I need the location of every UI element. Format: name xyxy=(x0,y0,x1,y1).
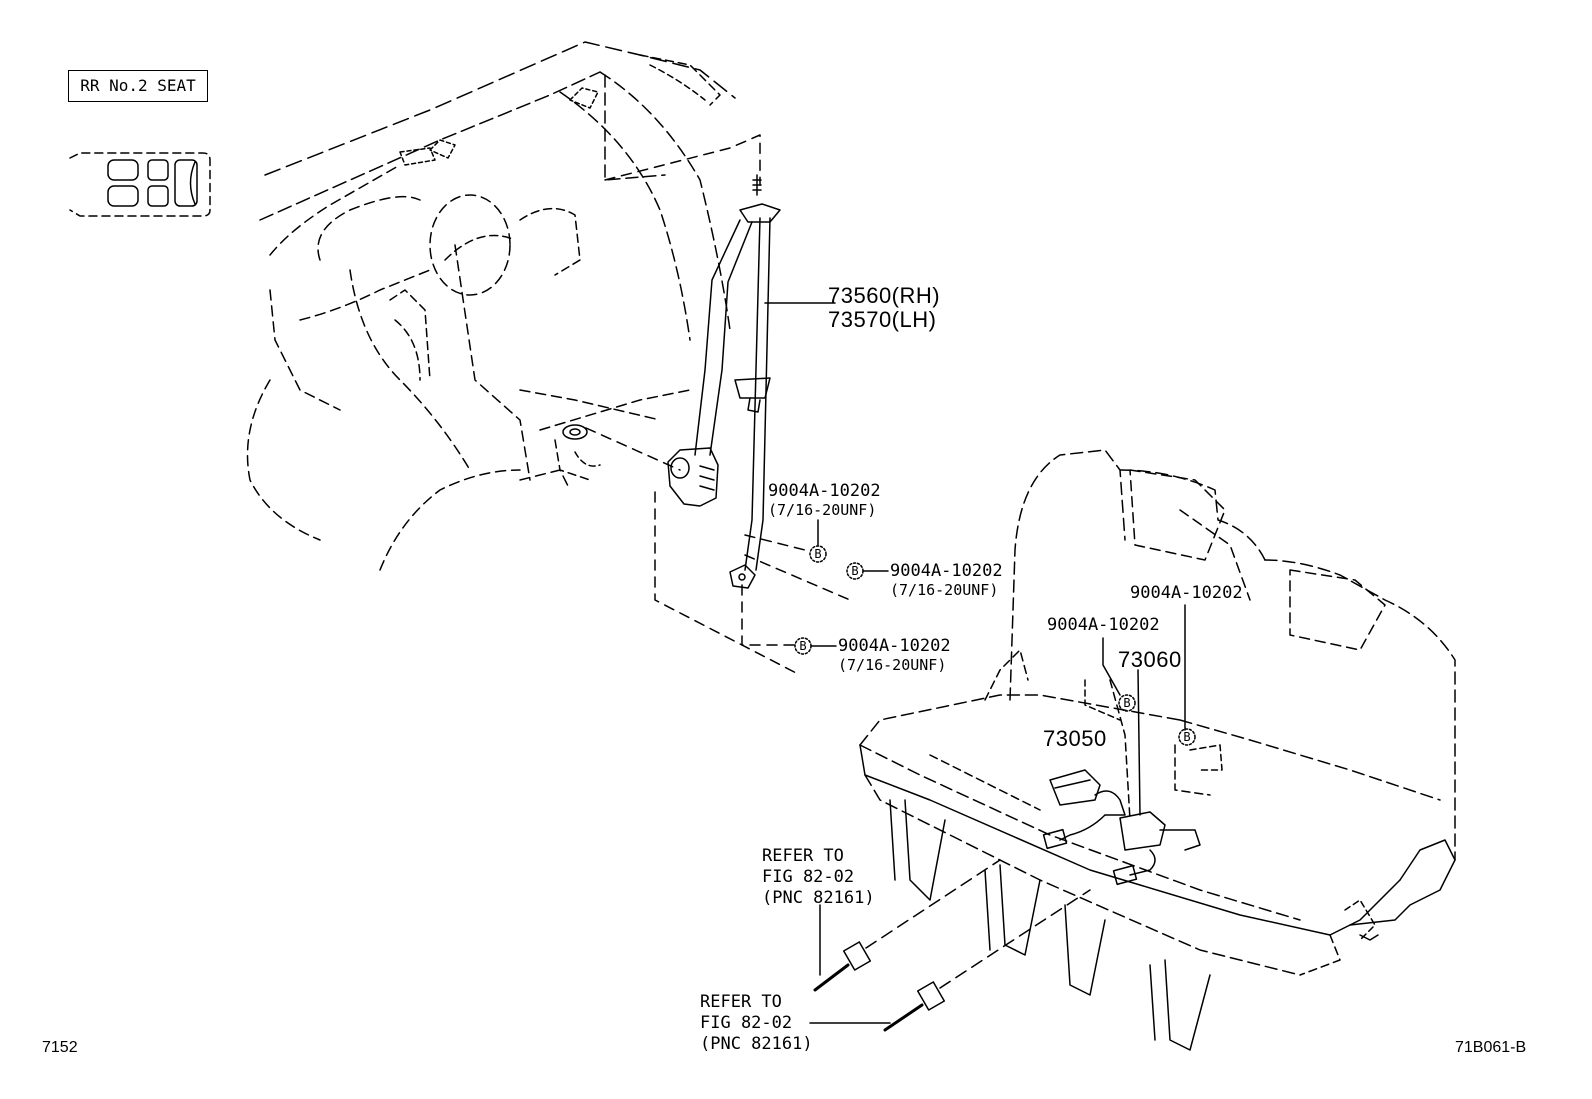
bolt-thread-spec-2: (7/16-20UNF) xyxy=(890,581,999,599)
section-label: RR No.2 SEAT xyxy=(68,70,208,102)
part-number-73570: 73570(LH) xyxy=(828,307,937,332)
bolt-marker-1: B xyxy=(814,547,821,561)
bolt-marker-4: B xyxy=(1123,696,1130,710)
part-number-73060: 73060 xyxy=(1118,647,1182,672)
seat-belt-retractor-assembly xyxy=(667,174,781,589)
figure-code: 71B061-B xyxy=(1455,1039,1527,1056)
bolt-part-number-4: 9004A-10202 xyxy=(1130,583,1243,603)
part-number-73560: 73560(RH) xyxy=(828,283,941,308)
part-number-73050: 73050 xyxy=(1043,726,1107,751)
reference-note-2-line3: (PNC 82161) xyxy=(700,1034,813,1054)
bolt-part-number-5: 9004A-10202 xyxy=(1047,615,1160,635)
bolt-part-number-2: 9004A-10202 xyxy=(890,561,1003,581)
bolt-marker-icons xyxy=(794,545,1196,746)
seat-layout-icon xyxy=(69,152,211,217)
bolt-part-number-1: 9004A-10202 xyxy=(768,481,881,501)
reference-note-1-line2: FIG 82-02 xyxy=(762,867,855,887)
reference-note-2-line2: FIG 82-02 xyxy=(700,1013,793,1033)
rear-seat-outline xyxy=(859,449,1456,1051)
page-code: 7152 xyxy=(42,1039,78,1056)
bolt-marker-5: B xyxy=(1183,730,1190,744)
vehicle-body-outline xyxy=(246,41,736,571)
reference-note-1-line3: (PNC 82161) xyxy=(762,888,875,908)
harness-connectors xyxy=(813,859,1091,1032)
bolt-marker-2: B xyxy=(851,564,858,578)
bolt-thread-spec-1: (7/16-20UNF) xyxy=(768,501,877,519)
reference-note-2-line1: REFER TO xyxy=(700,992,782,1012)
bolt-marker-3: B xyxy=(799,639,806,653)
callout-leaders xyxy=(764,302,1186,1024)
bolt-thread-spec-3: (7/16-20UNF) xyxy=(838,656,947,674)
reference-note-1-line1: REFER TO xyxy=(762,846,844,866)
seat-belt-buckles xyxy=(1042,769,1201,886)
bolt-part-number-3: 9004A-10202 xyxy=(838,636,951,656)
mounting-leaders xyxy=(585,134,851,676)
